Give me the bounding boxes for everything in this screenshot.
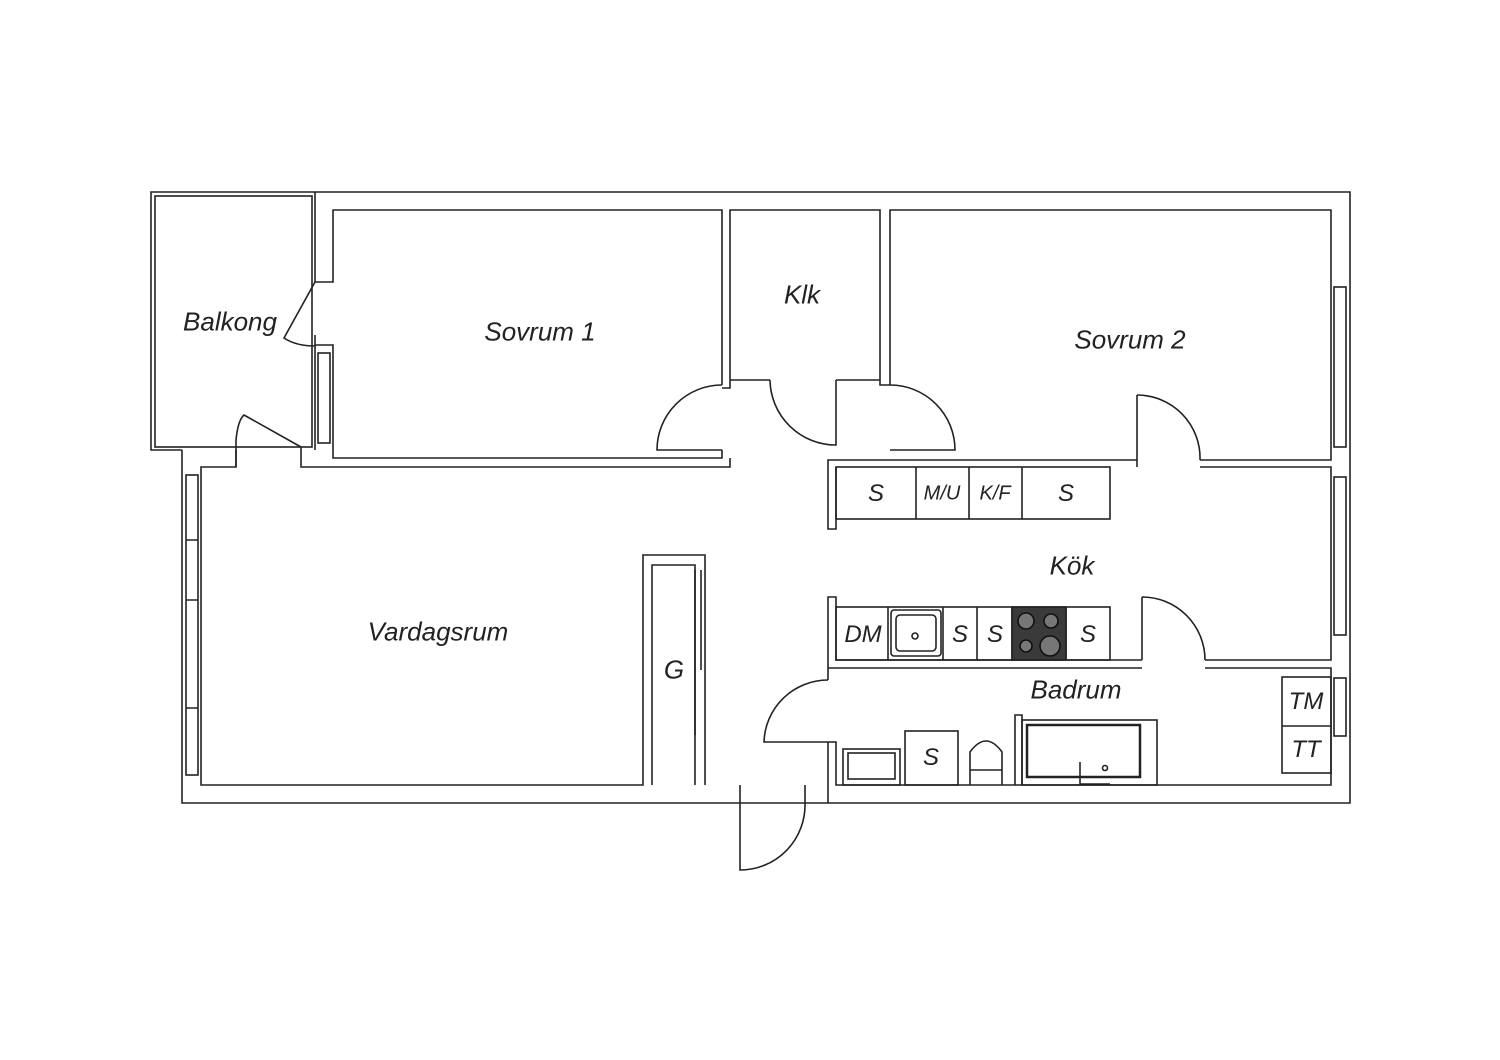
room-label-bathroom: Badrum <box>1030 674 1122 705</box>
room-label-bedroom1: Sovrum 1 <box>484 316 596 347</box>
closet-walls <box>722 209 890 389</box>
bathroom-door <box>763 679 829 743</box>
room-label-wardrobe: G <box>663 654 685 685</box>
dishwasher-label: DM <box>844 621 882 648</box>
room-label-balcony: Balkong <box>183 306 277 337</box>
sink-basin <box>895 614 937 652</box>
lower-cabinets <box>835 606 1111 661</box>
washing-machine-label: TM <box>1288 688 1324 715</box>
bedroom2-door <box>889 384 956 451</box>
lower-cabinet-2-label: S <box>986 621 1004 648</box>
bathtub-faucet <box>1079 762 1110 785</box>
bath-cabinet <box>904 730 959 786</box>
lower-cabinet-1-label: S <box>951 621 969 648</box>
closet-door <box>769 379 837 446</box>
living-window <box>185 474 199 776</box>
entry-step <box>300 447 731 468</box>
lower-dividers <box>887 607 1067 660</box>
sink <box>890 609 942 657</box>
bath-wall-stub <box>1014 714 1023 785</box>
bathtub-inner <box>1025 723 1142 779</box>
washbasin-bowl <box>847 752 896 780</box>
bedroom2-window <box>1333 286 1347 448</box>
washbasin <box>842 748 901 786</box>
upper-dividers <box>915 467 1023 519</box>
balcony-outline <box>154 195 313 448</box>
room-label-bedroom2: Sovrum 2 <box>1074 324 1186 355</box>
bedroom1-window <box>317 352 331 444</box>
upper-cabinets <box>835 466 1111 520</box>
balcony-door-2-swing <box>235 414 302 467</box>
stove-burners <box>1017 612 1061 657</box>
bathroom-window <box>1333 677 1347 737</box>
kitchen-door <box>1141 596 1206 661</box>
room-label-kitchen: Kök <box>1049 550 1095 581</box>
balcony-wall <box>200 192 706 786</box>
room-label-closet: Klk <box>783 279 821 310</box>
exterior-wall <box>150 191 1351 804</box>
wardrobe-doors <box>694 570 702 735</box>
upper-cabinet-2-label: S <box>1057 480 1075 507</box>
room-label-living-room: Vardagsrum <box>367 616 509 647</box>
bedroom2-door-2 <box>1136 394 1201 461</box>
dryer-label: TT <box>1291 736 1321 763</box>
bath-cabinet-label: S <box>922 744 940 771</box>
bathtub-drain <box>1101 764 1109 772</box>
microwave-label: M/U <box>923 482 961 505</box>
bedroom1-door <box>656 384 723 451</box>
sink-drain <box>911 632 919 640</box>
washer-dryer-stack <box>1281 676 1332 774</box>
balcony-door-swing <box>282 281 316 347</box>
fridge-freezer-label: K/F <box>979 482 1011 505</box>
toilet-icon <box>969 740 1003 785</box>
lower-cabinet-3-label: S <box>1079 621 1097 648</box>
bathtub <box>1021 719 1158 786</box>
upper-cabinet-1-label: S <box>867 480 885 507</box>
entrance-door <box>739 785 806 871</box>
living-window-mullions <box>186 539 198 709</box>
bedroom2-walls <box>827 209 1332 803</box>
bedroom1-walls <box>315 209 723 459</box>
kitchen-window <box>1333 476 1347 636</box>
